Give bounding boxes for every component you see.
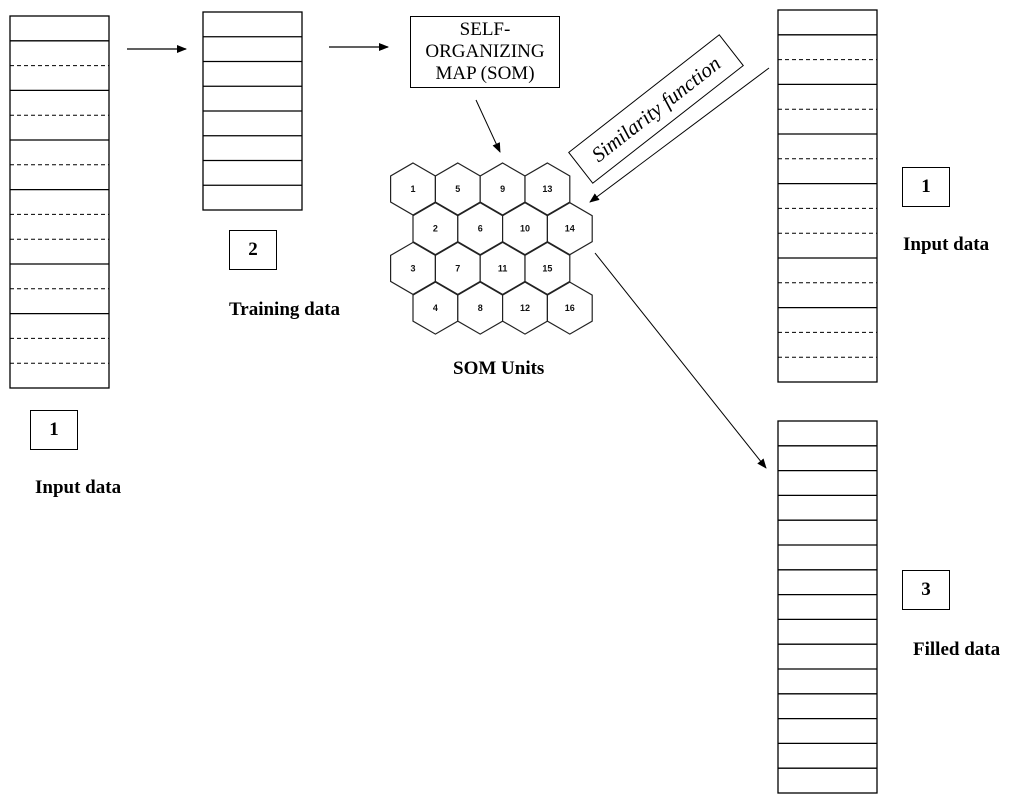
som-unit-label: 4: [433, 303, 438, 313]
som-unit-label: 9: [500, 184, 505, 194]
som-box-line-3: MAP (SOM): [435, 63, 535, 84]
som-unit-label: 11: [498, 263, 508, 273]
hexagon: [546, 202, 593, 256]
som-unit-15: 15: [524, 241, 571, 296]
arrow-input-to-units: [589, 67, 770, 203]
som-unit-label: 12: [520, 303, 530, 313]
training-data-table: [202, 11, 303, 211]
input-data-table-right: [777, 9, 878, 383]
som-unit-label: 3: [410, 263, 415, 273]
som-unit-label: 7: [455, 263, 460, 273]
som-box-line-2: ORGANIZING: [425, 41, 545, 62]
arrow-units-to-filled: [594, 252, 767, 469]
som-box-line-1: SELF-: [459, 19, 511, 40]
hexagon: [546, 281, 593, 335]
badge-filled: 3: [902, 570, 950, 610]
filled-data-table: [777, 420, 878, 794]
som-unit-16: 16: [546, 281, 593, 335]
som-unit-14: 14: [546, 202, 593, 256]
som-unit-label: 5: [455, 184, 460, 194]
label-input-left: Input data: [35, 477, 122, 498]
som-unit-label: 2: [433, 224, 438, 234]
som-unit-label: 13: [542, 184, 552, 194]
som-unit-label: 15: [542, 263, 552, 273]
table-frame: [9, 15, 110, 389]
som-unit-label: 1: [410, 184, 415, 194]
badge-input-left: 1: [30, 410, 78, 450]
som-unit-13: 13: [524, 162, 571, 216]
label-filled: Filled data: [913, 639, 1001, 660]
som-unit-label: 8: [478, 303, 483, 313]
som-unit-label: 6: [478, 224, 483, 234]
hexagon: [524, 241, 571, 296]
som-units-label: SOM Units: [453, 358, 545, 379]
badge-training: 2: [229, 230, 277, 270]
hexagon: [524, 162, 571, 216]
table-frame: [777, 9, 878, 383]
arrow-som-to-units: [475, 99, 501, 153]
som-unit-label: 10: [520, 224, 530, 234]
input-data-table-left: [9, 15, 110, 389]
badge-input-right: 1: [902, 167, 950, 207]
som-unit-label: 14: [565, 224, 575, 234]
label-input-right: Input data: [903, 234, 990, 255]
som-box: SELF- ORGANIZING MAP (SOM): [410, 16, 560, 88]
table-frame: [777, 420, 878, 794]
label-training: Training data: [229, 299, 341, 320]
som-unit-label: 16: [565, 303, 575, 313]
